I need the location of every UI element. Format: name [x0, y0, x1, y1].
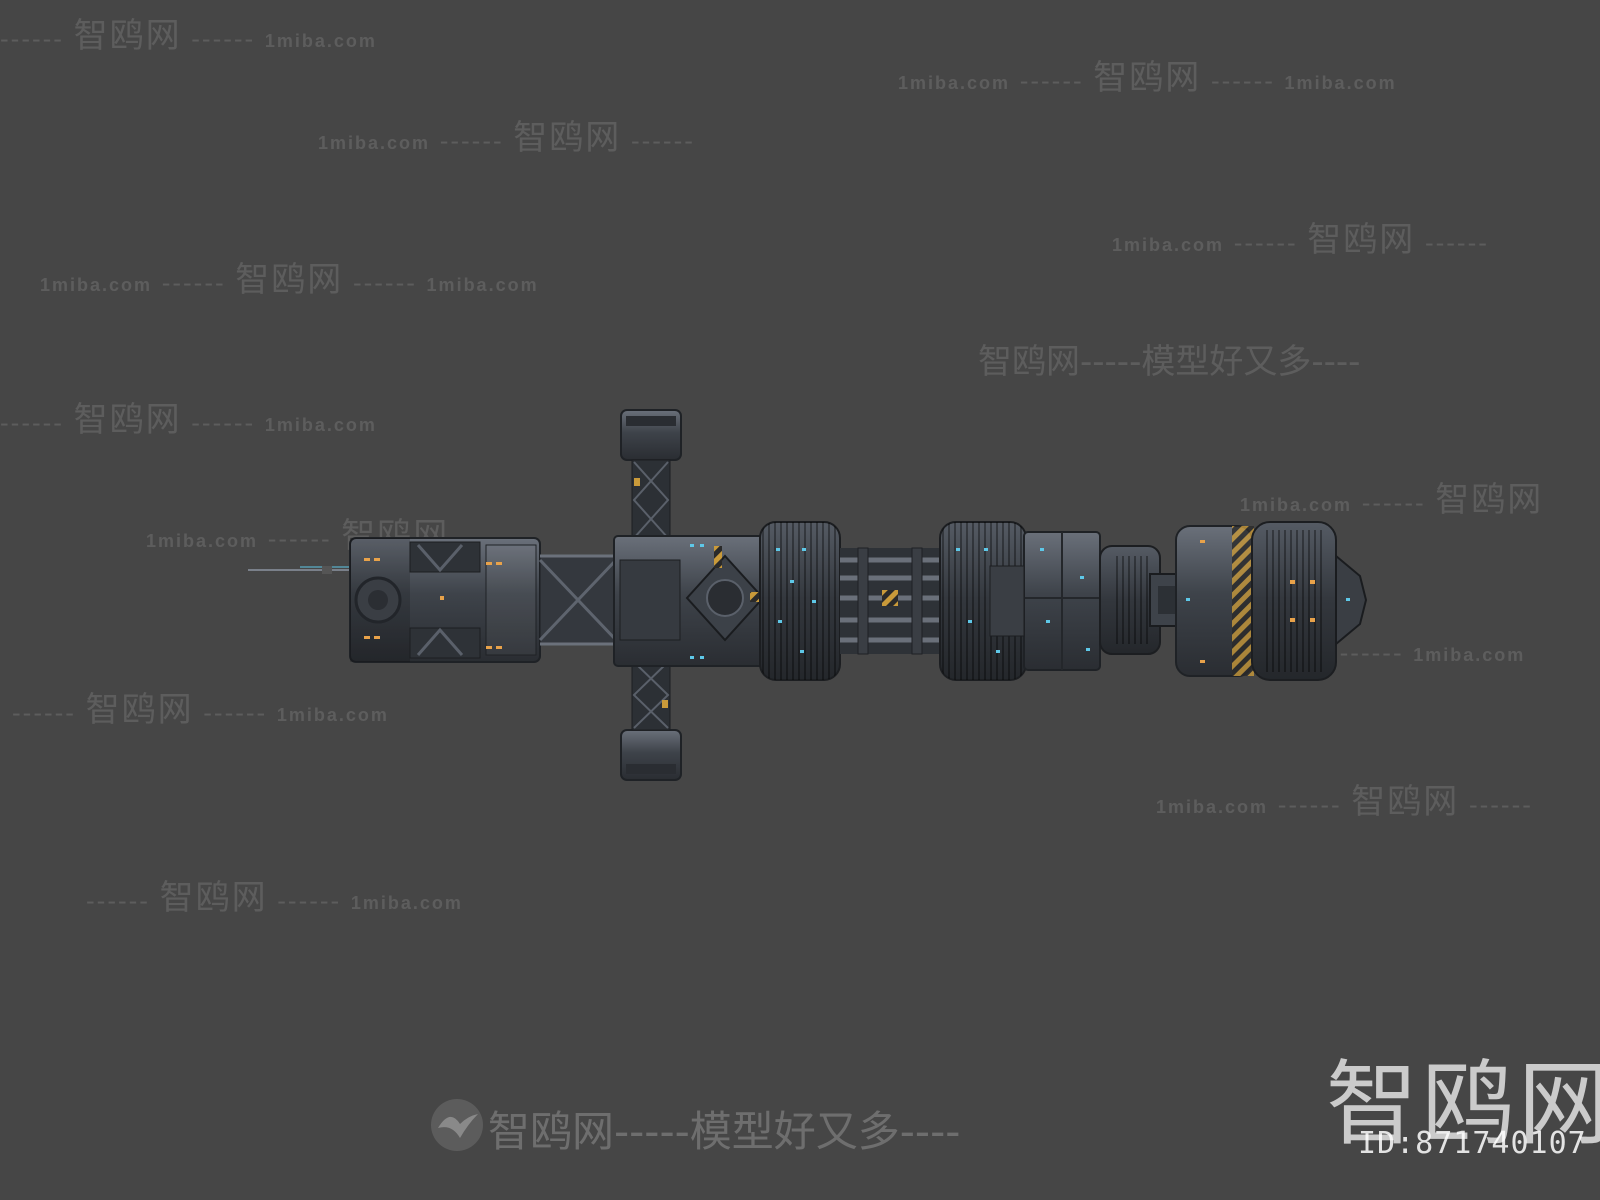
- watermark-site: 1miba.com: [1413, 645, 1526, 665]
- watermark-brand: 智鸥网: [73, 16, 182, 56]
- watermark-brand: 智鸥网: [1307, 220, 1416, 260]
- central-hub: [613, 535, 772, 667]
- watermark-row-1: ------ 智鸥网 ------ 1miba.com: [0, 8, 377, 57]
- truss-connector: [538, 554, 618, 646]
- watermark-row-5: 1miba.com ------ 智鸥网 ------ 1miba.com: [40, 252, 539, 301]
- watermark-dashes: ------: [1424, 229, 1489, 257]
- watermark-dashes: ------: [1277, 791, 1342, 819]
- watermark-row-6: ------ 智鸥网 ------ 1miba.com: [0, 392, 377, 441]
- watermark-brand: 智鸥网: [1435, 480, 1544, 520]
- watermark-site: 1miba.com: [1284, 73, 1397, 93]
- watermark-site: 1miba.com: [898, 73, 1011, 93]
- watermark-dashes: ------: [1019, 67, 1084, 95]
- watermark-site: 1miba.com: [1156, 797, 1269, 817]
- watermark-dashes: ------: [191, 25, 256, 53]
- bottom-slogan: 智鸥网-----模型好又多----: [488, 1107, 961, 1156]
- watermark-dashes: ------: [203, 699, 268, 727]
- watermark-dashes: ------: [12, 699, 76, 727]
- watermark-row-4: 1miba.com ------ 智鸥网 ------: [1112, 212, 1489, 261]
- engine-block: [1175, 521, 1368, 681]
- watermark-site: 1miba.com: [264, 31, 377, 51]
- watermark-dashes: ------: [1468, 791, 1533, 819]
- watermark-dashes: ------: [86, 887, 150, 915]
- watermark-dashes: ------: [630, 127, 695, 155]
- cross-arm: [620, 409, 682, 781]
- watermark-row-2: 1miba.com ------ 智鸥网 ------ 1miba.com: [898, 50, 1397, 99]
- antenna: [248, 566, 352, 574]
- watermark-site: 1miba.com: [1112, 235, 1225, 255]
- watermark-brand: 智鸥网: [85, 690, 194, 730]
- watermark-tagline: 智鸥网-----模型好又多----: [978, 342, 1361, 382]
- watermark-brand: 智鸥网: [235, 260, 344, 300]
- watermark-site: 1miba.com: [350, 893, 463, 913]
- watermark-dashes: ------: [0, 409, 64, 437]
- watermark-row-10: ------ 智鸥网 ------ 1miba.com: [12, 682, 389, 731]
- watermark-site: 1miba.com: [1240, 495, 1353, 515]
- corner-logo-text: 智鸥网: [1326, 1051, 1600, 1158]
- ribbed-drum: [759, 521, 841, 681]
- watermark-row-3: 1miba.com ------ 智鸥网 ------: [318, 110, 695, 159]
- main-body: [989, 531, 1101, 671]
- watermark-dashes: ------: [161, 269, 226, 297]
- watermark-dashes: ------: [1339, 639, 1404, 667]
- front-module: [349, 537, 541, 663]
- watermark-row-7: 1miba.com ------ 智鸥网: [1240, 472, 1543, 521]
- watermark-brand: 智鸥网: [159, 878, 268, 918]
- watermark-site: 1miba.com: [146, 531, 259, 551]
- watermark-dashes: ------: [439, 127, 504, 155]
- watermark-brand: 智鸥网: [73, 400, 182, 440]
- watermark-site: 1miba.com: [264, 415, 377, 435]
- watermark-dashes: ------: [1361, 489, 1426, 517]
- watermark-dashes: ------: [1233, 229, 1298, 257]
- model-id: ID:871740107: [1358, 1126, 1587, 1161]
- piping-section: [840, 547, 940, 655]
- watermark-row-12: ------ 智鸥网 ------ 1miba.com: [86, 870, 463, 919]
- watermark-dashes: ------: [277, 887, 342, 915]
- watermark-site: 1miba.com: [318, 133, 431, 153]
- watermark-dashes: ------: [191, 409, 256, 437]
- watermark-site: 1miba.com: [276, 705, 389, 725]
- watermark-dashes: ------: [0, 25, 64, 53]
- watermark-dashes: ------: [1210, 67, 1275, 95]
- watermark-brand: 智鸥网: [1351, 782, 1460, 822]
- watermark-dashes: ------: [352, 269, 417, 297]
- watermark-brand: 智鸥网: [1093, 58, 1202, 98]
- watermark-site: 1miba.com: [40, 275, 153, 295]
- watermark-brand: 智鸥网: [513, 118, 622, 158]
- watermark-dashes: ------: [267, 525, 332, 553]
- watermark-site: 1miba.com: [426, 275, 539, 295]
- seagull-logo-icon: [431, 1099, 483, 1151]
- watermark-row-11: 1miba.com ------ 智鸥网 ------: [1156, 774, 1533, 823]
- ribbed-drum: [939, 521, 1027, 681]
